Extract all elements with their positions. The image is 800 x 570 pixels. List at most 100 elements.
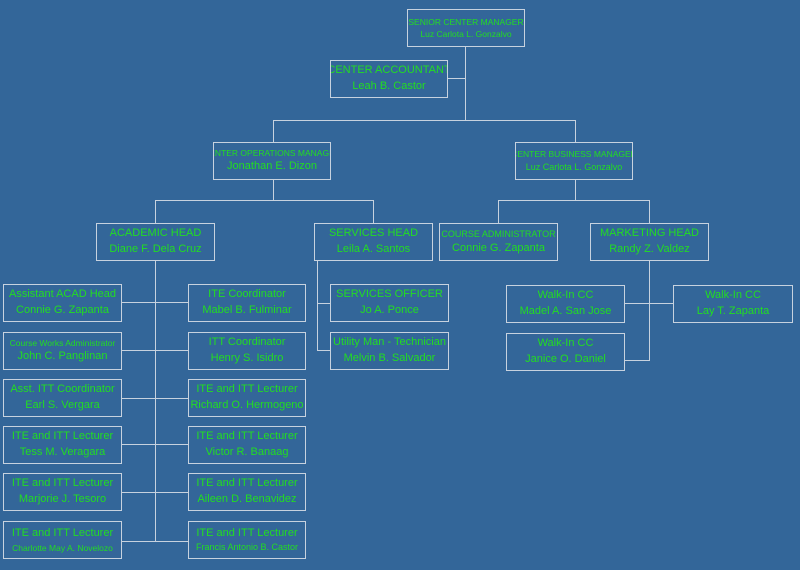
academic-head-name: Diane F. Dela Cruz — [109, 243, 202, 255]
services-head-title: SERVICES HEAD — [328, 227, 419, 240]
staff-title: ITE Coordinator — [208, 288, 286, 301]
connector-line — [317, 303, 330, 304]
connector-line — [373, 200, 374, 223]
center-operations-manager-box: CENTER OPERATIONS MANAGER Jonathan E. Di… — [213, 142, 331, 180]
center-accountant-name: Leah B. Castor — [352, 80, 426, 92]
lecturer-box: ITE and ITT Lecturer Victor R. Banaag — [188, 426, 306, 464]
connector-line — [155, 261, 156, 542]
staff-name: Henry S. Isidro — [210, 352, 284, 364]
connector-line — [498, 200, 650, 201]
center-business-manager-name: Luz Carlota L. Gonzalvo — [525, 161, 623, 172]
staff-name: Richard O. Hermogeno — [190, 399, 304, 411]
connector-line — [625, 360, 650, 361]
academic-head-box: ACADEMIC HEAD Diane F. Dela Cruz — [96, 223, 215, 261]
academic-head-title: ACADEMIC HEAD — [109, 227, 202, 240]
connector-line — [273, 120, 274, 142]
connector-line — [122, 302, 188, 303]
staff-title: ITE and ITT Lecturer — [196, 430, 298, 443]
lecturer-box: ITE and ITT Lecturer Marjorie J. Tesoro — [3, 473, 122, 511]
marketing-head-name: Randy Z. Valdez — [609, 243, 690, 255]
staff-title: ITE and ITT Lecturer — [196, 383, 298, 396]
staff-name: Tess M. Veragara — [19, 446, 106, 458]
course-works-administrator-box: Course Works Administrator John C. Pangl… — [3, 332, 122, 370]
connector-line — [317, 261, 318, 351]
connector-line — [122, 350, 188, 351]
assistant-acad-head-box: Assistant ACAD Head Connie G. Zapanta — [3, 284, 122, 322]
center-operations-manager-title: CENTER OPERATIONS MANAGER — [214, 147, 330, 158]
asst-itt-coordinator-box: Asst. ITT Coordinator Earl S. Vergara — [3, 379, 122, 417]
course-administrator-name: Connie G. Zapanta — [452, 241, 545, 254]
staff-title: ITE and ITT Lecturer — [11, 477, 114, 490]
walk-in-cc-box: Walk-In CC Lay T. Zapanta — [673, 285, 793, 323]
lecturer-box: ITE and ITT Lecturer Charlotte May A. No… — [3, 521, 122, 559]
staff-title: Course Works Administrator — [9, 337, 116, 348]
services-head-box: SERVICES HEAD Leila A. Santos — [314, 223, 433, 261]
walk-in-cc-box: Walk-In CC Madel A. San Jose — [506, 285, 625, 323]
center-accountant-box: CENTER ACCOUNTANT Leah B. Castor — [330, 60, 448, 98]
staff-name: Madel A. San Jose — [519, 305, 612, 317]
connector-line — [122, 541, 188, 542]
staff-title: Walk-In CC — [705, 289, 761, 302]
connector-line — [317, 350, 330, 351]
staff-title: ITE and ITT Lecturer — [196, 526, 298, 539]
staff-name: Francis Antonio B. Castor — [195, 542, 299, 553]
connector-line — [625, 303, 673, 304]
connector-line — [649, 261, 650, 361]
staff-title: SERVICES OFFICER — [336, 288, 443, 301]
staff-title: ITT Coordinator — [208, 336, 286, 349]
staff-name: Connie G. Zapanta — [16, 304, 109, 316]
connector-line — [122, 444, 188, 445]
staff-name: Lay T. Zapanta — [696, 305, 770, 317]
center-business-manager-box: CENTER BUSINESS MANAGER Luz Carlota L. G… — [515, 142, 633, 180]
staff-title: ITE and ITT Lecturer — [196, 477, 298, 490]
connector-line — [273, 120, 575, 121]
course-administrator-title: COURSE ADMINISTRATOR — [441, 228, 556, 239]
senior-center-manager-title: SENIOR CENTER MANAGER — [408, 16, 524, 27]
staff-name: Janice O. Daniel — [525, 353, 606, 365]
connector-line — [575, 180, 576, 200]
center-accountant-title: CENTER ACCOUNTANT — [330, 64, 448, 77]
connector-line — [649, 200, 650, 223]
connector-line — [575, 120, 576, 142]
ite-coordinator-box: ITE Coordinator Mabel B. Fulminar — [188, 284, 306, 322]
lecturer-box: ITE and ITT Lecturer Aileen D. Benavidez — [188, 473, 306, 511]
itt-coordinator-box: ITT Coordinator Henry S. Isidro — [188, 332, 306, 370]
staff-name: Jo A. Ponce — [360, 304, 419, 316]
staff-title: Utility Man - Technician — [333, 336, 446, 349]
center-operations-manager-name: Jonathan E. Dizon — [227, 160, 317, 173]
services-officer-box: SERVICES OFFICER Jo A. Ponce — [330, 284, 449, 322]
connector-line — [448, 78, 466, 79]
walk-in-cc-box: Walk-In CC Janice O. Daniel — [506, 333, 625, 371]
staff-name: John C. Panglinan — [17, 350, 108, 363]
lecturer-box: ITE and ITT Lecturer Richard O. Hermogen… — [188, 379, 306, 417]
senior-center-manager-box: SENIOR CENTER MANAGER Luz Carlota L. Gon… — [407, 9, 525, 47]
lecturer-box: ITE and ITT Lecturer Tess M. Veragara — [3, 426, 122, 464]
staff-title: Walk-In CC — [537, 337, 594, 350]
course-administrator-box: COURSE ADMINISTRATOR Connie G. Zapanta — [439, 223, 558, 261]
marketing-head-title: MARKETING HEAD — [599, 227, 699, 240]
staff-name: Charlotte May A. Novelozo — [12, 542, 113, 553]
connector-line — [155, 200, 156, 223]
connector-line — [155, 200, 373, 201]
staff-name: Victor R. Banaag — [205, 446, 289, 458]
connector-line — [122, 492, 188, 493]
center-business-manager-title: CENTER BUSINESS MANAGER — [515, 149, 633, 160]
staff-title: ITE and ITT Lecturer — [11, 526, 114, 539]
utility-man-box: Utility Man - Technician Melvin B. Salva… — [330, 332, 449, 370]
connector-line — [465, 47, 466, 120]
marketing-head-box: MARKETING HEAD Randy Z. Valdez — [590, 223, 709, 261]
connector-line — [273, 180, 274, 200]
services-head-name: Leila A. Santos — [336, 243, 411, 255]
connector-line — [498, 200, 499, 223]
senior-center-manager-name: Luz Carlota L. Gonzalvo — [420, 29, 512, 39]
staff-name: Aileen D. Benavidez — [197, 493, 297, 505]
lecturer-box: ITE and ITT Lecturer Francis Antonio B. … — [188, 521, 306, 559]
staff-name: Marjorie J. Tesoro — [18, 493, 107, 505]
staff-name: Mabel B. Fulminar — [202, 304, 292, 316]
staff-name: Earl S. Vergara — [25, 399, 100, 411]
connector-line — [122, 398, 188, 399]
staff-title: Asst. ITT Coordinator — [10, 383, 115, 396]
staff-title: ITE and ITT Lecturer — [11, 430, 114, 443]
staff-title: Walk-In CC — [537, 289, 594, 302]
